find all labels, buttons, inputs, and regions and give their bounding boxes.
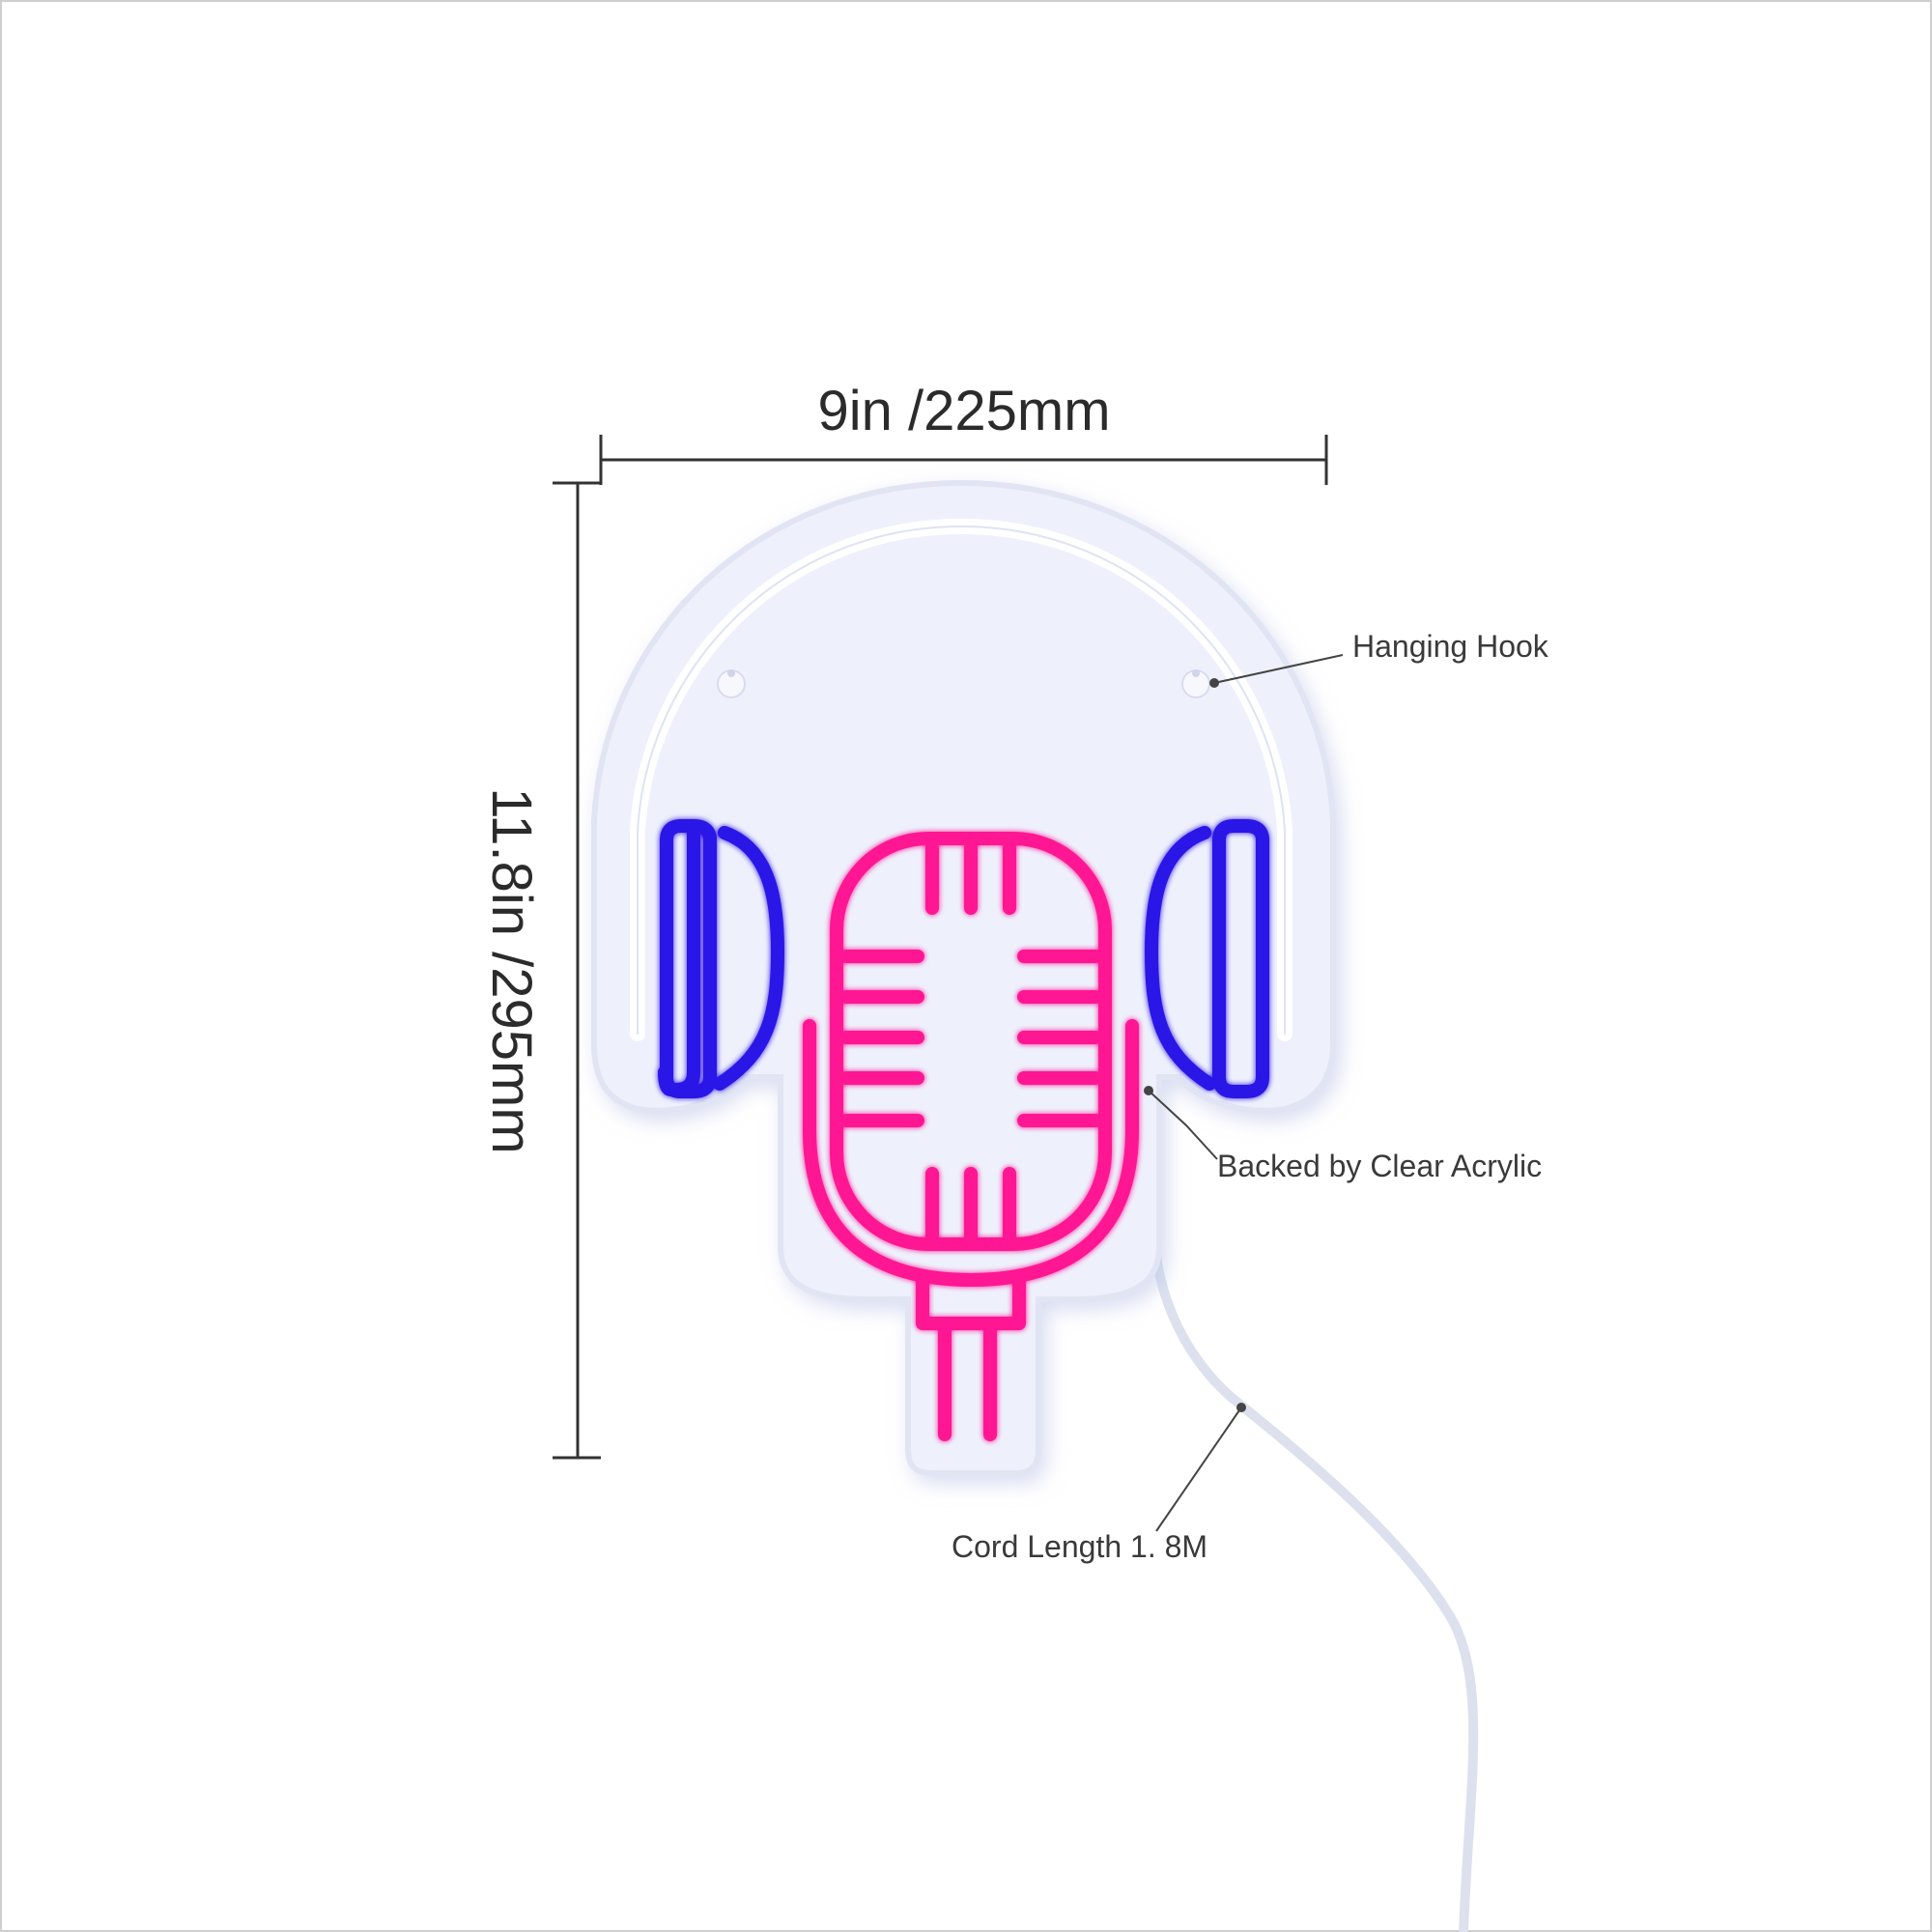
callout-backing-label: Backed by Clear Acrylic (1217, 1149, 1542, 1183)
height-dimension: 11.8in /295mm (480, 481, 601, 1460)
hanging-hook-left (717, 669, 746, 698)
callout-cord-length-dot (1236, 1403, 1246, 1412)
headphones-neon-icon (658, 819, 1269, 1098)
power-cord (1150, 1232, 1479, 1932)
mic-holder-arc (803, 1019, 1139, 1287)
callout-hanging-hook-dot (1209, 678, 1219, 688)
mic-stem (916, 1273, 1026, 1330)
callout-cord-length-leader (1155, 1406, 1242, 1532)
width-dimension-label: 9in /225mm (817, 380, 1110, 442)
callout-hanging-hook-label: Hanging Hook (1352, 629, 1549, 664)
microphone-neon-icon (803, 832, 1139, 1441)
callout-hanging-hook-leader (1213, 654, 1344, 684)
callout-cord-length: Cord Length 1. 8M (952, 1403, 1246, 1564)
callout-backing: Backed by Clear Acrylic (1144, 1086, 1542, 1183)
acrylic-backing (591, 479, 1336, 1476)
acrylic-board-shape (591, 479, 1336, 1476)
left-ear-pad (660, 819, 717, 1098)
left-ear-shell (713, 826, 784, 1091)
callout-hanging-hook: Hanging Hook (1209, 629, 1549, 688)
callout-backing-dot (1144, 1086, 1153, 1095)
height-dimension-label: 11.8in /295mm (480, 787, 543, 1153)
width-dimension: 9in /225mm (599, 380, 1328, 485)
mic-capsule (830, 832, 1112, 1251)
hanging-hook-right (1181, 669, 1210, 698)
right-ear-shell (1145, 826, 1216, 1091)
right-ear-pad (1212, 819, 1269, 1098)
headband-tube-edge (637, 525, 1286, 1035)
callout-cord-length-label: Cord Length 1. 8M (952, 1529, 1208, 1564)
callout-backing-leader (1148, 1090, 1218, 1160)
